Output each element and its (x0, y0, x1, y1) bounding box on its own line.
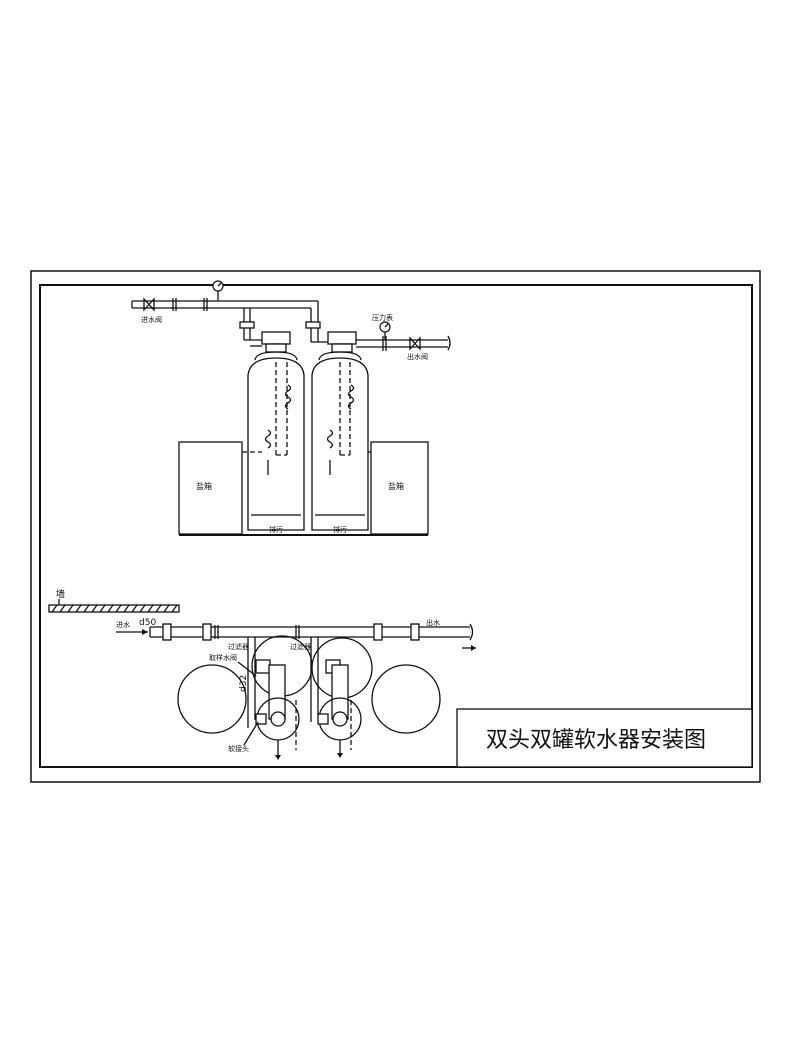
title-block (456, 708, 753, 768)
left-brine-tank-label: 盐箱 (196, 481, 212, 491)
right-brine-tank-plan (371, 664, 441, 734)
right-filter-label: 过滤器 (290, 642, 311, 651)
main-pipe-size-label: d50 (139, 618, 156, 628)
inlet-valve-label: 进水阀 (141, 315, 162, 324)
inlet-valve-icon (143, 297, 155, 312)
inner-frame (39, 284, 753, 768)
branch-pipe-size-label: d32 (239, 675, 249, 692)
outer-frame (30, 270, 761, 783)
outlet-pressure-gauge-icon (379, 321, 391, 340)
soft-joint-label: 软接头 (228, 744, 249, 753)
outlet-valve-icon (409, 336, 421, 351)
drawing-title: 双头双罐软水器安装图 (486, 728, 706, 753)
wall-label: 墙 (56, 588, 65, 600)
elevation-view: 进水阀 (131, 280, 451, 536)
left-filter-assembly (251, 635, 313, 750)
plan-inlet-label: 进水 (116, 620, 130, 629)
sampling-valve-label: 取样水阀 (209, 653, 237, 662)
right-drain-label: 排污 (333, 525, 347, 534)
pressure-gauge-label: 压力表 (372, 313, 393, 322)
pressure-gauge-icon (212, 280, 224, 301)
plan-outlet-label: 出水 (426, 618, 440, 627)
right-resin-tank (311, 357, 369, 531)
wall-hatch (48, 604, 180, 613)
right-filter-assembly (311, 637, 373, 750)
outlet-valve-label: 出水阀 (407, 352, 428, 361)
left-drain-label: 排污 (269, 525, 283, 534)
right-brine-tank-label: 盐箱 (388, 481, 404, 491)
left-filter-label: 过滤器 (228, 642, 249, 651)
left-control-valve (254, 331, 298, 361)
left-resin-tank (247, 357, 305, 531)
left-brine-tank-plan (177, 664, 247, 734)
right-control-valve (318, 331, 362, 361)
plan-view: 墙 进水 d50 出水 d32 过 (48, 588, 476, 760)
